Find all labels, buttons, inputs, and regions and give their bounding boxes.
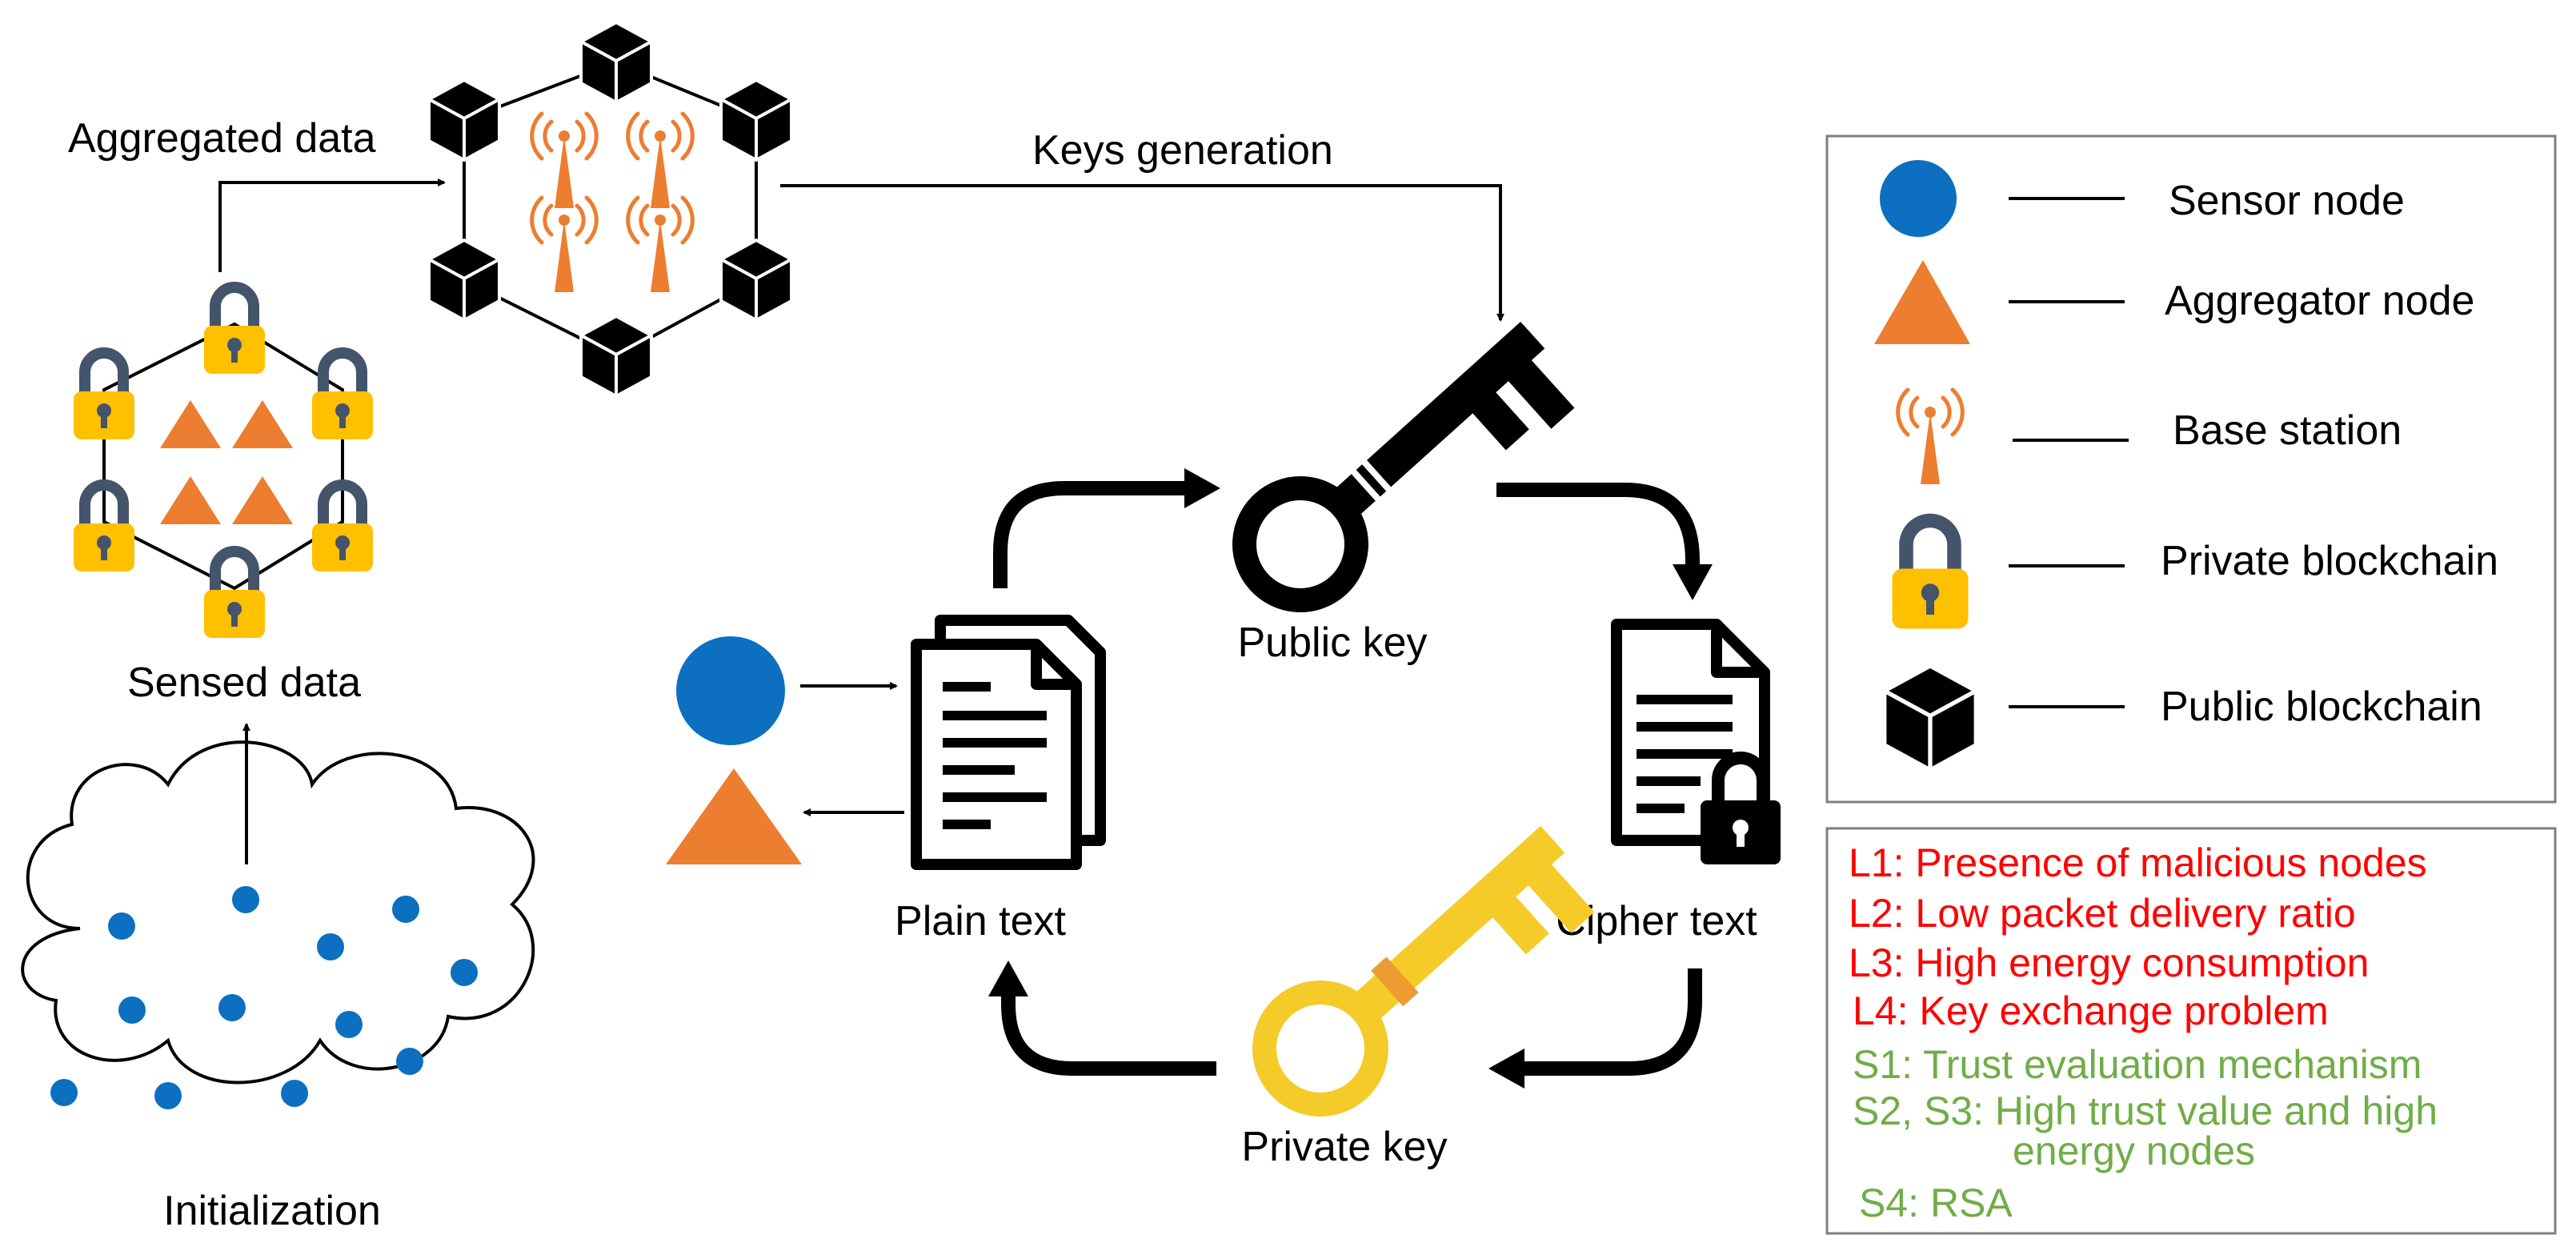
cube-icon	[719, 78, 793, 162]
legend: Sensor node Aggregator node Base station…	[1825, 134, 2557, 804]
privatekey-to-plaintext-arrow	[1001, 996, 1216, 1076]
aggregated-data-label: Aggregated data	[68, 115, 376, 162]
sensor-node-icon	[1880, 160, 1957, 237]
legend-item-aggregator-node: Aggregator node	[2165, 278, 2474, 324]
legend-item-private-blockchain: Private blockchain	[2161, 538, 2498, 584]
keys-generation-label: Keys generation	[1032, 127, 1333, 174]
public-key-label: Public key	[1238, 619, 1428, 666]
limitation-l4: L4: Key exchange problem	[1853, 988, 2329, 1033]
padlock-icon	[204, 287, 265, 374]
sensor-node-icon	[451, 959, 478, 986]
aggregator-node-icon	[232, 400, 293, 448]
aggregator-node-icon	[160, 400, 221, 448]
solution-s2-s3-continued: energy nodes	[2013, 1129, 2255, 1173]
sensor-node-icon	[392, 896, 419, 923]
cipher-text-label: Cipher text	[1556, 898, 1757, 944]
sensed-data-label: Sensed data	[127, 660, 361, 706]
publickey-to-ciphertext-arrow	[1496, 483, 1700, 564]
aggregator-node-icon	[666, 768, 802, 864]
plain-text-document-icon	[911, 615, 1106, 870]
plaintext-to-publickey-arrow	[993, 481, 1184, 588]
sensor-nodes	[50, 886, 478, 1109]
sensor-node-icon	[396, 1048, 423, 1075]
sensor-node-icon	[317, 933, 344, 960]
keys-generation-arrow	[780, 184, 1504, 322]
sensor-node-icon	[218, 994, 246, 1021]
cube-icon	[579, 21, 653, 104]
cube-icon	[427, 239, 501, 322]
limitation-l3: L3: High energy consumption	[1849, 940, 2369, 985]
legend-item-base-station: Base station	[2173, 407, 2402, 454]
solution-s1: S1: Trust evaluation mechanism	[1853, 1042, 2422, 1087]
limitation-l1: L1: Presence of malicious nodes	[1849, 840, 2427, 885]
aggregated-data-arrow	[218, 178, 446, 272]
sensor-network-cloud	[21, 740, 535, 1085]
sensor-node-icon	[281, 1080, 308, 1107]
aggregator-node-icon	[1874, 260, 1970, 344]
sensor-node-icon	[335, 1011, 363, 1038]
initialization-label: Initialization	[163, 1188, 381, 1234]
sensor-node-icon	[232, 886, 259, 913]
base-station-icon	[532, 198, 597, 292]
sensor-node-icon	[676, 636, 785, 745]
cipher-text-document-icon	[1611, 619, 1781, 864]
solution-s4: S4: RSA	[1859, 1181, 2013, 1225]
padlock-icon	[74, 353, 134, 439]
base-station-icon	[532, 114, 597, 208]
base-station-icon	[628, 198, 693, 292]
sensor-node-icon	[154, 1082, 182, 1109]
public-key-icon	[1221, 294, 1587, 643]
limitation-l2: L2: Low packet delivery ratio	[1849, 891, 2356, 936]
public-blockchain-cluster	[427, 21, 793, 398]
legend-item-public-blockchain: Public blockchain	[2161, 684, 2482, 730]
legend-item-sensor-node: Sensor node	[2169, 178, 2405, 224]
cube-icon	[427, 78, 501, 162]
sensor-node-icon	[108, 912, 135, 940]
ciphertext-to-privatekey-arrow	[1524, 968, 1702, 1076]
private-key-icon	[1241, 798, 1607, 1147]
cube-icon	[579, 315, 653, 398]
padlock-icon	[312, 353, 373, 439]
sensor-node-icon	[118, 996, 146, 1024]
padlock-icon	[204, 551, 265, 638]
plain-text-label: Plain text	[895, 898, 1066, 944]
aggregator-node-icon	[232, 476, 293, 524]
private-blockchain-cluster	[74, 287, 373, 638]
aggregator-node-icon	[160, 476, 221, 524]
limitations-solutions-box: L1: Presence of malicious nodes L2: Low …	[1825, 827, 2557, 1235]
cube-icon	[1885, 666, 1976, 770]
cube-icon	[719, 239, 793, 322]
base-station-icon	[628, 114, 693, 208]
private-key-label: Private key	[1241, 1124, 1447, 1170]
sensor-node-icon	[50, 1079, 78, 1106]
solution-s2-s3: S2, S3: High trust value and high	[1853, 1089, 2438, 1133]
